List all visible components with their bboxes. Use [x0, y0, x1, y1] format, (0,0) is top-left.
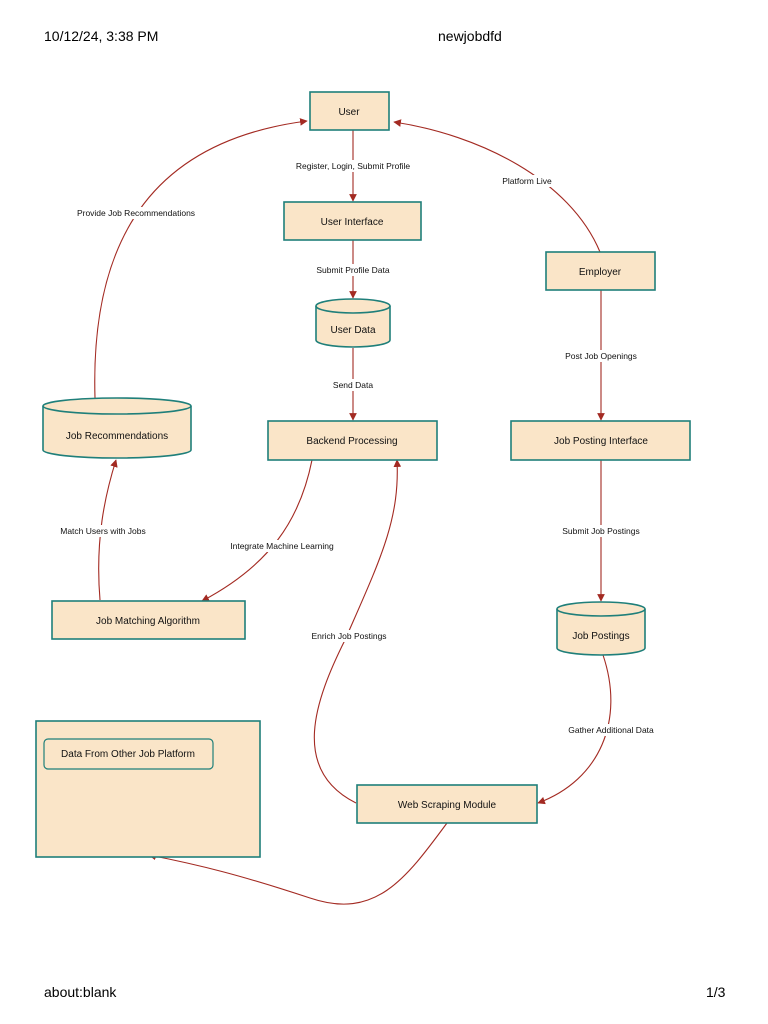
edge-gather-additional-data: [537, 654, 612, 805]
edge-web-to-other-platform: [148, 822, 448, 905]
edge-label-background: [563, 350, 639, 362]
node-label-data-from-other-job-platform: Data From Other Job Platform: [61, 749, 195, 760]
node-job-postings-cylinder: [556, 601, 646, 656]
edge-label-submit-job-postings: Submit Job Postings: [562, 526, 639, 536]
node-label-web-scraping-module: Web Scraping Module: [398, 800, 497, 811]
node-label-user: User: [338, 107, 360, 118]
node-label-job-matching-algorithm: Job Matching Algorithm: [96, 616, 200, 627]
edge-label-background: [293, 160, 413, 172]
print-datetime: 10/12/24, 3:38 PM: [44, 28, 159, 44]
node-label-job-recommendations: Job Recommendations: [66, 431, 168, 442]
edge-label-match-users: Match Users with Jobs: [60, 526, 146, 536]
edge-match-users: [98, 459, 118, 601]
edge-label-provide-recommendations: Provide Job Recommendations: [77, 208, 195, 218]
edge-label-enrich-job-postings: Enrich Job Postings: [311, 631, 386, 641]
node-label-user-interface: User Interface: [321, 217, 384, 228]
node-user-data-cylinder: [315, 298, 391, 348]
edge-label-submit-profile-data: Submit Profile Data: [316, 265, 389, 275]
edge-label-register-login: Register, Login, Submit Profile: [296, 161, 411, 171]
node-label-backend-processing: Backend Processing: [306, 436, 397, 447]
edge-label-background: [74, 207, 198, 219]
edge-label-platform-live: Platform Live: [502, 176, 552, 186]
edge-label-background: [566, 724, 657, 736]
edge-label-background: [330, 379, 376, 391]
node-employer-box: [545, 251, 656, 291]
edge-label-background: [309, 630, 389, 642]
edge-integrate-ml: [201, 459, 313, 602]
edge-label-send-data: Send Data: [333, 380, 373, 390]
node-label-employer: Employer: [579, 267, 622, 278]
edge-platform-live: [393, 119, 601, 253]
edge-label-integrate-ml: Integrate Machine Learning: [230, 541, 334, 551]
node-user-box: [309, 91, 390, 131]
edge-label-background: [228, 540, 337, 552]
edge-label-background: [314, 264, 392, 276]
node-web-scraping-module-box: [356, 784, 538, 824]
edge-provide-recommendations: [94, 118, 308, 399]
node-other-platform-inner-box: [43, 738, 214, 770]
node-job-recommendations-cylinder: [42, 397, 192, 459]
node-label-job-posting-interface: Job Posting Interface: [554, 436, 648, 447]
print-footer-url: about:blank: [44, 984, 117, 1000]
edge-label-background: [560, 525, 642, 537]
node-label-user-data: User Data: [330, 325, 375, 336]
edge-label-background: [500, 175, 555, 187]
node-job-matching-algorithm-box: [51, 600, 246, 640]
node-job-posting-interface-box: [510, 420, 691, 461]
print-footer-page: 1/3: [706, 984, 726, 1000]
node-backend-processing-box: [267, 420, 438, 461]
node-user-interface-box: [283, 201, 422, 241]
edge-label-gather-additional-data: Gather Additional Data: [568, 725, 654, 735]
edge-label-post-job-openings: Post Job Openings: [565, 351, 637, 361]
print-title: newjobdfd: [438, 28, 502, 44]
edge-label-background: [58, 525, 148, 537]
node-label-job-postings: Job Postings: [572, 631, 629, 642]
